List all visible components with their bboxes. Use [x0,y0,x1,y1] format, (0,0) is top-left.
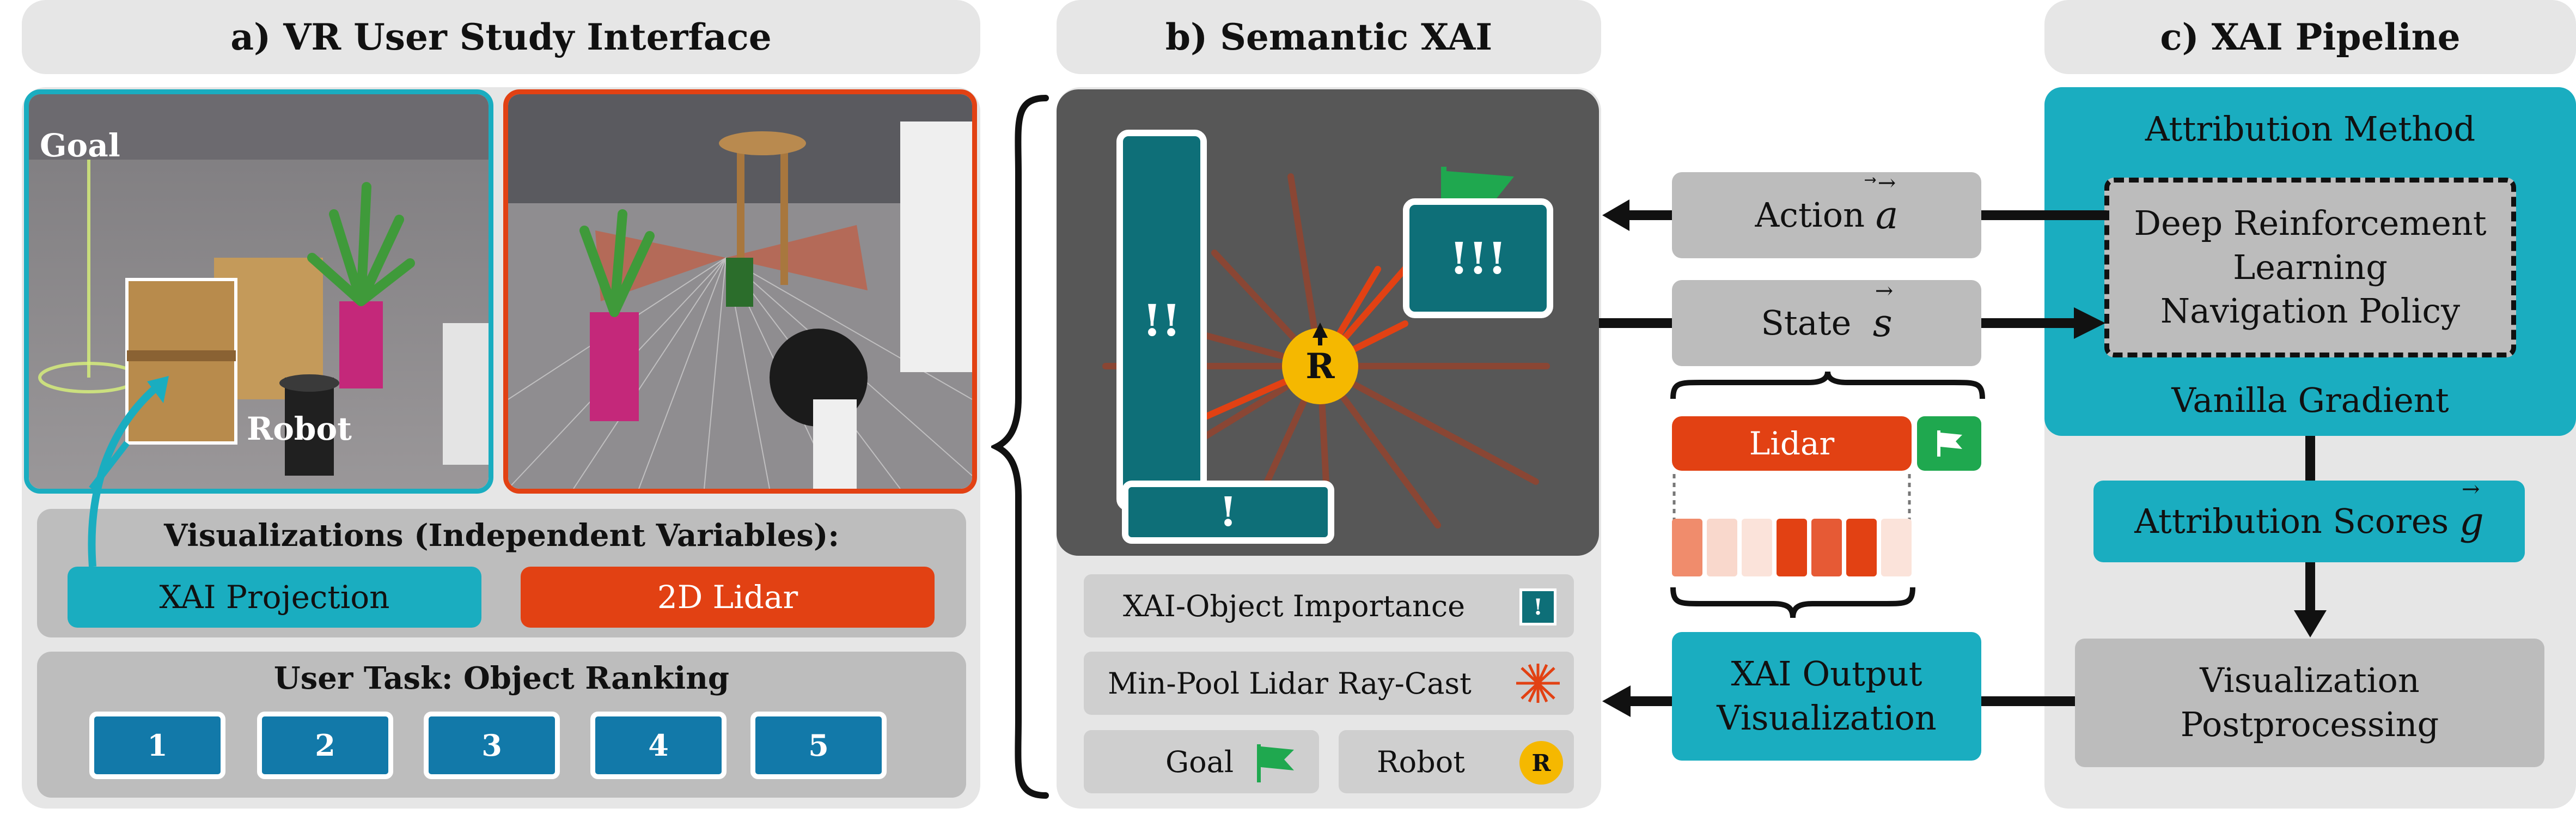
importance-mid-text: !! [1142,295,1181,346]
lidar-cell [1811,519,1842,576]
panel-a-title: a) VR User Study Interface [22,0,980,74]
lidar-cell [1846,519,1877,576]
legend-goal-label: Goal [1165,744,1234,779]
policy-line3: Navigation Policy [2160,291,2461,331]
legend-robot: Robot R [1339,730,1574,793]
legend-object-importance: XAI-Object Importance ! [1084,574,1574,637]
lidar-burst-icon [1516,664,1560,703]
lidar-cell [1881,519,1912,576]
xai-output-box: XAI Output Visualization [1672,632,1981,761]
legend-min-pool: Min-Pool Lidar Ray-Cast [1084,652,1574,715]
panel-c-title: c) XAI Pipeline [2044,0,2576,74]
scores-symbol: → g [2459,476,2484,544]
vr-scene-lidar-illustration [508,94,972,489]
semantic-scene: R !! !!! ! [1057,89,1599,556]
action-label: Action [1755,195,1865,235]
lidar-2d-button[interactable]: 2D Lidar [521,567,935,628]
object-importance-low: ! [1122,481,1334,544]
state-label: State [1761,302,1852,343]
brace-icon [991,95,1049,799]
projection-link-arrow [88,376,169,567]
attribution-scores-label: Attribution Scores [2134,501,2449,541]
state-symbol: → s [1872,278,1894,345]
vr-scene-projection-illustration [29,94,489,489]
legend-object-importance-label: XAI-Object Importance [1123,588,1466,623]
lidar-cell [1707,519,1737,576]
postproc-line2: Postprocessing [2180,704,2439,744]
robot-legend-icon: R [1519,741,1563,785]
state-box: State → s [1672,278,1981,366]
vanilla-gradient-label: Vanilla Gradient [2171,380,2449,420]
lidar-cell [1672,519,1702,576]
policy-box: Deep Reinforcement Learning Navigation P… [2104,178,2516,357]
rank-button-5[interactable]: 5 [750,712,887,779]
legend-goal: Goal [1084,730,1319,793]
action-box: Action ⃗ → a [1672,170,1981,258]
postprocessing-box: Visualization Postprocessing [2075,639,2544,767]
state-brace-icon [1670,371,1985,399]
robot-label: Robot [247,410,352,447]
importance-low-text: ! [1219,489,1237,536]
vr-screenshot-lidar [503,89,977,494]
user-task-heading: User Task: Object Ranking [273,660,730,696]
rank-button-2[interactable]: 2 [257,712,393,779]
object-importance-mid: !! [1116,130,1207,511]
vr-screenshot-projection: Goal Robot [24,89,493,494]
visualizations-heading: Visualizations (Independent Variables): [163,518,840,554]
xai-projection-button[interactable]: XAI Projection [68,567,481,628]
goal-label: Goal [40,127,120,164]
policy-line1: Deep Reinforcement [2134,203,2487,244]
lidar-expand-lines [1672,474,1911,520]
lidar-input-box: Lidar [1672,416,1912,471]
rank-button-4[interactable]: 4 [590,712,727,779]
panel-b-title: b) Semantic XAI [1057,0,1601,74]
goal-input-box [1917,416,1981,471]
xai-output-line2: Visualization [1717,698,1937,738]
lidar-cell [1742,519,1772,576]
attribution-scores-box: Attribution Scores → g [2093,476,2525,562]
postproc-line1: Visualization [2200,660,2420,701]
robot-glyph: R [1305,346,1335,387]
lidar-cell [1777,519,1807,576]
lidar-cells [1672,519,1917,579]
lidar-brace-icon [1670,587,1915,618]
importance-high-text: !!! [1449,233,1507,284]
object-importance-high: !!! [1403,198,1553,318]
xai-output-line1: XAI Output [1731,654,1922,694]
rank-button-3[interactable]: 3 [424,712,560,779]
goal-flag-white-icon [1937,430,1962,457]
action-symbol: ⃗ → a [1875,170,1899,238]
attribution-method-title: Attribution Method [2145,109,2476,149]
policy-line2: Learning [2233,247,2388,287]
legend-robot-label: Robot [1377,744,1465,779]
goal-flag-icon [1257,744,1294,782]
importance-legend-icon: ! [1519,588,1556,625]
rank-button-1[interactable]: 1 [89,712,225,779]
legend-min-pool-label: Min-Pool Lidar Ray-Cast [1108,666,1472,701]
